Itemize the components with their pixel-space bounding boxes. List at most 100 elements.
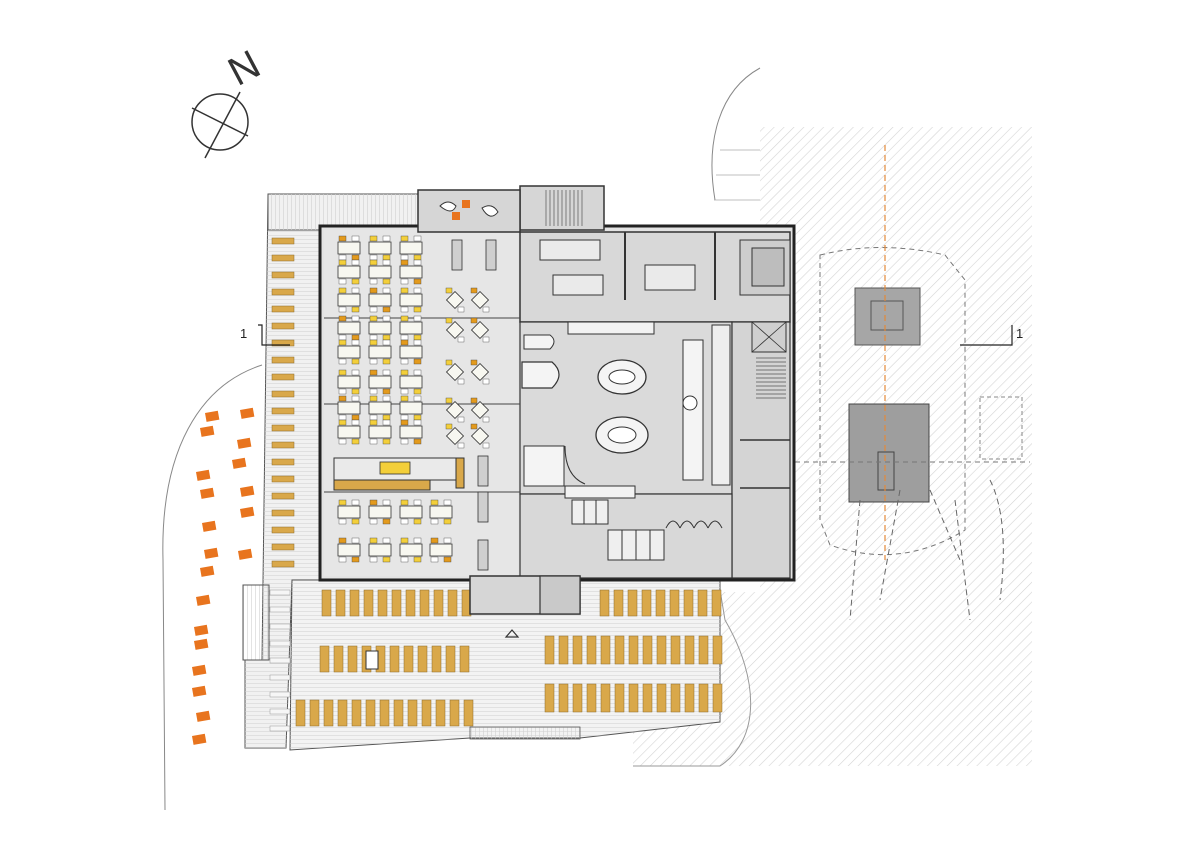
chair xyxy=(351,259,360,266)
chair xyxy=(382,254,391,261)
dining-table xyxy=(368,425,392,439)
outdoor-chair xyxy=(199,565,215,577)
bench xyxy=(614,683,625,713)
bench xyxy=(435,699,446,727)
wc-door xyxy=(707,520,723,529)
chair xyxy=(382,438,391,445)
chair xyxy=(382,334,391,341)
chair xyxy=(351,334,360,341)
chair xyxy=(369,537,378,544)
outdoor-chair xyxy=(199,487,215,499)
dining-table xyxy=(368,241,392,255)
chair xyxy=(369,259,378,266)
bench xyxy=(407,699,418,727)
bench xyxy=(656,635,667,665)
dining-table-diamond xyxy=(445,320,465,340)
chair xyxy=(351,388,360,395)
bench xyxy=(295,699,306,727)
site-boundary xyxy=(162,364,263,811)
chair xyxy=(413,419,422,426)
bench xyxy=(463,699,474,727)
bench xyxy=(698,683,709,713)
bench xyxy=(698,635,709,665)
outdoor-chair xyxy=(239,407,255,419)
chair xyxy=(369,518,378,525)
chair xyxy=(413,518,422,525)
chair xyxy=(338,235,347,242)
bench xyxy=(271,373,295,381)
bench xyxy=(379,699,390,727)
chair xyxy=(470,287,478,294)
chair xyxy=(338,537,347,544)
bench xyxy=(628,635,639,665)
chair xyxy=(351,556,360,563)
dining-table-diamond xyxy=(470,290,490,310)
outdoor-chair xyxy=(191,733,207,745)
chair xyxy=(382,306,391,313)
bench xyxy=(391,589,402,617)
bench xyxy=(544,683,555,713)
wc-cubicle xyxy=(621,529,637,561)
chair xyxy=(369,358,378,365)
dining-table xyxy=(368,321,392,335)
chair xyxy=(445,287,453,294)
chair xyxy=(400,254,409,261)
chair xyxy=(382,315,391,322)
chair xyxy=(338,556,347,563)
chair xyxy=(351,438,360,445)
section-mark-left: 1 xyxy=(240,326,247,341)
bench-outline xyxy=(269,674,291,681)
chair xyxy=(369,414,378,421)
chair xyxy=(338,278,347,285)
chair xyxy=(382,287,391,294)
dining-table xyxy=(399,265,423,279)
chair xyxy=(400,315,409,322)
chair xyxy=(351,499,360,506)
chair xyxy=(457,416,465,423)
bench xyxy=(271,441,295,449)
dining-table xyxy=(399,505,423,519)
chair xyxy=(369,438,378,445)
chair xyxy=(369,388,378,395)
bench xyxy=(271,305,295,313)
bench xyxy=(449,699,460,727)
chair xyxy=(369,334,378,341)
bench xyxy=(544,635,555,665)
dining-table xyxy=(337,265,361,279)
dining-table-diamond xyxy=(445,426,465,446)
chair xyxy=(382,419,391,426)
bench xyxy=(333,645,344,673)
chair xyxy=(382,339,391,346)
chair xyxy=(457,378,465,385)
chair xyxy=(413,395,422,402)
chair xyxy=(443,537,452,544)
chair xyxy=(338,499,347,506)
long-table xyxy=(477,539,489,571)
bench xyxy=(613,589,624,617)
dining-table xyxy=(337,505,361,519)
wc-door xyxy=(665,520,681,529)
chair xyxy=(338,254,347,261)
dining-table-diamond xyxy=(470,362,490,382)
outdoor-chair xyxy=(239,506,255,518)
bench xyxy=(271,254,295,262)
chair xyxy=(351,414,360,421)
outdoor-chair xyxy=(237,548,253,560)
dining-table xyxy=(337,241,361,255)
chair xyxy=(482,378,490,385)
bench-outline xyxy=(269,623,291,630)
dining-table xyxy=(337,401,361,415)
bench xyxy=(684,635,695,665)
chair xyxy=(400,499,409,506)
wc-cubicle xyxy=(595,499,609,525)
bench xyxy=(433,589,444,617)
dining-table-diamond xyxy=(470,426,490,446)
bench xyxy=(271,356,295,364)
chair xyxy=(430,518,439,525)
bench xyxy=(670,683,681,713)
chair xyxy=(351,339,360,346)
outdoor-chair xyxy=(193,624,209,636)
bench xyxy=(271,543,295,551)
bench xyxy=(712,683,723,713)
chair xyxy=(400,438,409,445)
